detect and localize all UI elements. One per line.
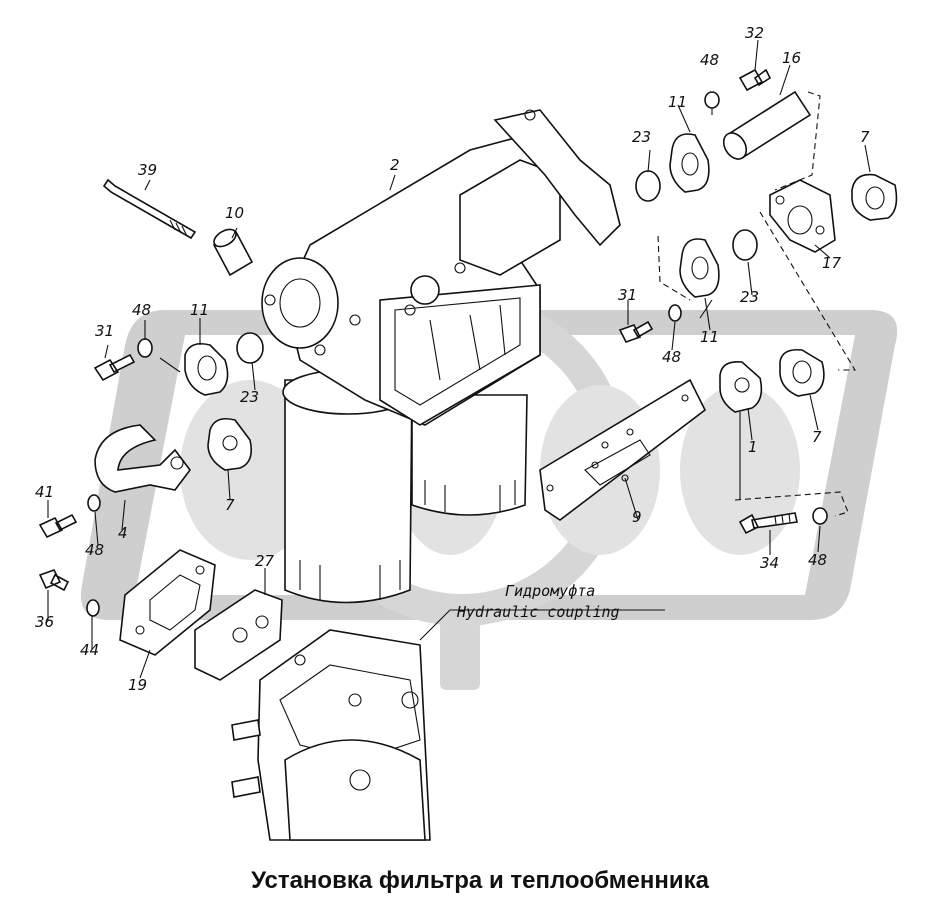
label-32: 32 bbox=[745, 24, 764, 42]
bolt-36 bbox=[38, 569, 70, 592]
label-10: 10 bbox=[225, 204, 244, 222]
washer-48-mid bbox=[668, 304, 682, 322]
washer-48-top bbox=[704, 91, 720, 109]
label-27: 27 bbox=[255, 552, 275, 570]
diagram-title: Установка фильтра и теплообменника bbox=[251, 867, 710, 894]
label-7-left: 7 bbox=[225, 496, 235, 514]
label-36: 36 bbox=[35, 613, 54, 631]
label-48-low-right: 48 bbox=[808, 551, 827, 569]
leader-lines bbox=[47, 39, 871, 679]
oring-23-top bbox=[635, 170, 661, 202]
label-48-left: 48 bbox=[132, 301, 151, 319]
gasket-7-left bbox=[207, 417, 253, 471]
label-31-right: 31 bbox=[618, 286, 637, 304]
flange-11-left bbox=[184, 342, 229, 396]
label-19: 19 bbox=[128, 676, 147, 694]
plate-1 bbox=[719, 360, 763, 413]
label-2: 2 bbox=[390, 156, 400, 174]
bolt-31-left bbox=[93, 353, 136, 382]
label-48-top: 48 bbox=[700, 51, 719, 69]
filter-canister-right bbox=[411, 394, 528, 516]
washer-48-low-left bbox=[87, 494, 101, 512]
oring-23-left bbox=[236, 332, 264, 364]
washer-48-low-right bbox=[812, 507, 828, 525]
label-1: 1 bbox=[748, 438, 758, 456]
part-labels: 1 2 4 7 7 7 9 10 11 11 11 11 16 17 19 23… bbox=[35, 24, 870, 694]
callout-english: Hydraulic coupling bbox=[456, 603, 620, 621]
label-7-right: 7 bbox=[812, 428, 822, 446]
flange-11-mid bbox=[679, 238, 720, 298]
oring-23-mid bbox=[732, 229, 758, 261]
bolt-31-right bbox=[618, 320, 654, 343]
label-9: 9 bbox=[632, 508, 642, 526]
bolt-34 bbox=[738, 512, 798, 535]
label-23-top: 23 bbox=[632, 128, 651, 146]
washer-44 bbox=[86, 599, 100, 617]
bolt-32 bbox=[738, 68, 772, 92]
label-4: 4 bbox=[118, 524, 128, 542]
tube-16 bbox=[722, 90, 812, 160]
pipe-4 bbox=[94, 424, 191, 493]
gasket-27 bbox=[194, 589, 283, 681]
bolt-39 bbox=[102, 178, 197, 240]
label-11-left: 11 bbox=[190, 301, 209, 319]
label-44: 44 bbox=[80, 641, 99, 659]
label-48-low-left: 48 bbox=[85, 541, 104, 559]
flange-11-top bbox=[669, 133, 710, 193]
label-31-left: 31 bbox=[95, 322, 114, 340]
gasket-7-right bbox=[779, 348, 825, 397]
label-16: 16 bbox=[782, 49, 801, 67]
washer-48-left bbox=[137, 338, 153, 358]
label-23-mid: 23 bbox=[740, 288, 759, 306]
gasket-7-top-right bbox=[851, 173, 898, 221]
callout-russian: Гидромуфта bbox=[505, 582, 595, 600]
label-17: 17 bbox=[822, 254, 842, 272]
label-7-top: 7 bbox=[860, 128, 870, 146]
label-34: 34 bbox=[760, 554, 779, 572]
assembly-lines bbox=[159, 91, 856, 517]
label-23-left: 23 bbox=[240, 388, 259, 406]
gasket-9 bbox=[539, 378, 707, 521]
label-39: 39 bbox=[138, 161, 157, 179]
label-11-top: 11 bbox=[668, 93, 687, 111]
bolt-41 bbox=[38, 513, 78, 539]
label-41: 41 bbox=[35, 483, 54, 501]
sleeve-10 bbox=[212, 228, 254, 277]
filter-housing bbox=[261, 109, 621, 426]
hydraulic-coupling-callout: Гидромуфта Hydraulic coupling bbox=[456, 582, 620, 621]
hydraulic-coupling-housing bbox=[231, 629, 431, 841]
label-11-mid: 11 bbox=[700, 328, 719, 346]
elbow-17 bbox=[769, 179, 836, 253]
label-48-mid: 48 bbox=[662, 348, 681, 366]
plate-19 bbox=[119, 549, 216, 656]
